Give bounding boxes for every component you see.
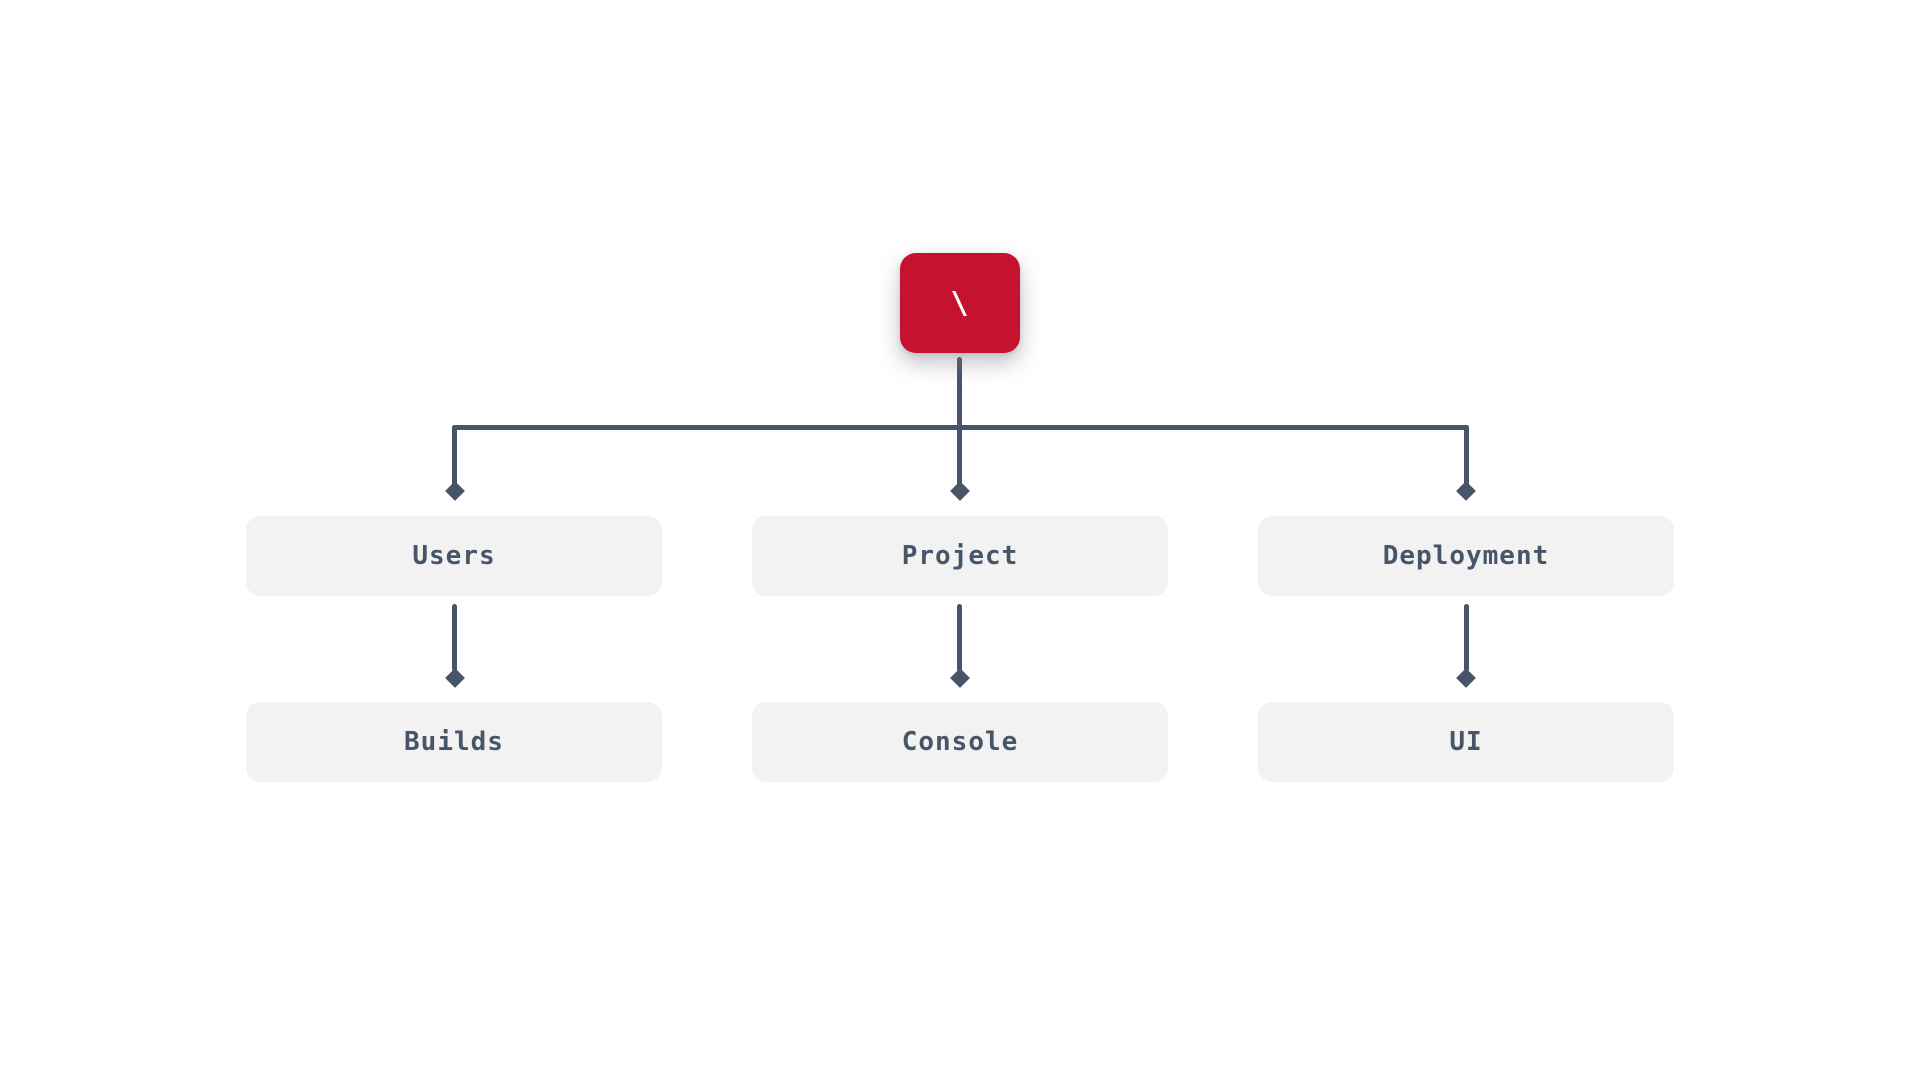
node-console: Console	[752, 702, 1168, 782]
connector-line	[1464, 604, 1469, 672]
connector-line	[957, 357, 962, 486]
node-deployment: Deployment	[1258, 516, 1674, 596]
diamond-arrowhead-icon	[445, 481, 465, 501]
connector-line	[452, 425, 1469, 430]
node-ui: UI	[1258, 702, 1674, 782]
diamond-arrowhead-icon	[1456, 481, 1476, 501]
connector-line	[452, 425, 457, 486]
node-users: Users	[246, 516, 662, 596]
diamond-arrowhead-icon	[950, 481, 970, 501]
diamond-arrowhead-icon	[950, 668, 970, 688]
connector-line	[452, 604, 457, 672]
node-root: \	[900, 253, 1020, 353]
diamond-arrowhead-icon	[1456, 668, 1476, 688]
node-project: Project	[752, 516, 1168, 596]
diamond-arrowhead-icon	[445, 668, 465, 688]
connector-line	[957, 604, 962, 672]
connector-line	[1464, 425, 1469, 486]
node-builds: Builds	[246, 702, 662, 782]
